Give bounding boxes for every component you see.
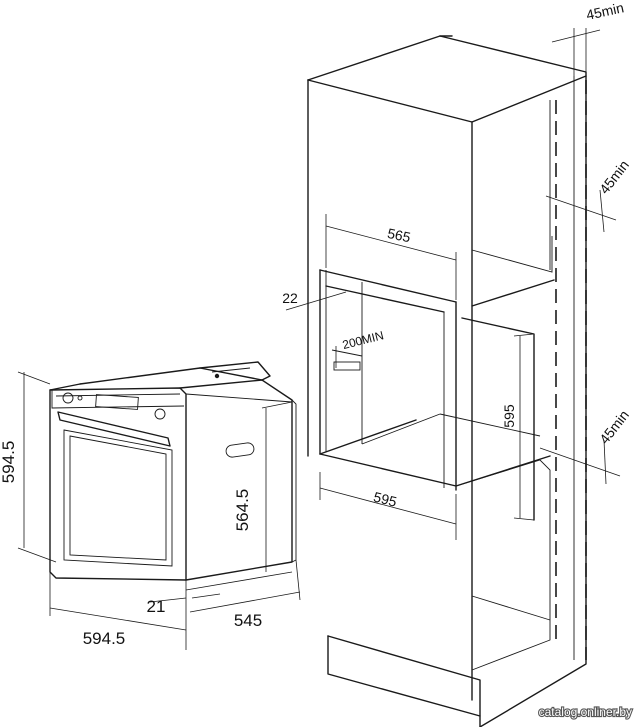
niche-top-width-label: 565	[386, 225, 412, 246]
oven-height-label: 594.5	[0, 441, 18, 484]
niche-width-label: 595	[372, 489, 399, 510]
cabinet-dimensions	[285, 28, 621, 540]
vent-min-label: 200MIN	[341, 328, 385, 352]
oven-depth-label: 545	[234, 611, 262, 630]
clearance-dashed-lines	[555, 80, 587, 660]
top-gap-label: 45min	[585, 0, 626, 23]
oven-front-offset-label: 21	[147, 597, 166, 616]
panel-thickness-label: 22	[282, 290, 298, 306]
oven-cavity-height-label: 564.5	[233, 489, 252, 532]
oven-dimensions	[17, 371, 301, 650]
niche-height-label: 595	[501, 404, 517, 428]
oven-labels: 594.5 564.5 594.5 21 545	[0, 441, 262, 648]
watermark: catalog.onliner.by	[537, 704, 633, 720]
cabinet-drawing	[307, 35, 587, 727]
oven-width-label: 594.5	[83, 629, 126, 648]
bottom-gap-label: 45min	[596, 407, 632, 447]
middle-gap-label: 45min	[596, 157, 632, 197]
oven-drawing	[49, 361, 297, 581]
cabinet-labels: 45min 45min 45min 565 22 200MIN 595 595	[282, 0, 632, 510]
watermark-text: catalog.onliner.by	[539, 705, 632, 719]
